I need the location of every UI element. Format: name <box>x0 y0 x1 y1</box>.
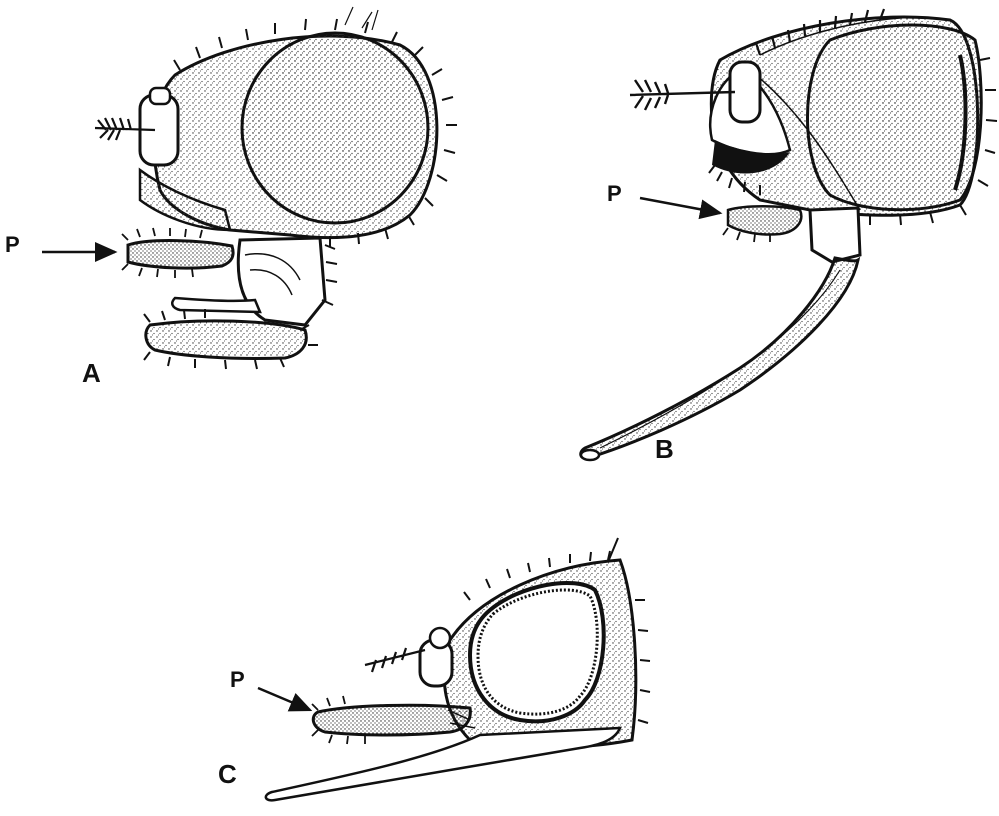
pointer-arrow-c <box>258 688 310 710</box>
maxillary-palp-c <box>313 705 470 735</box>
proboscis-c <box>266 728 620 800</box>
compound-eye-a <box>242 33 428 223</box>
pointer-arrow-b <box>640 198 720 213</box>
panel-letter-c: C <box>218 759 237 789</box>
antenna-a <box>95 88 178 165</box>
panel-letter-b: B <box>655 434 674 464</box>
panel-a: P A <box>5 7 457 388</box>
pointer-label-a: P <box>5 232 20 257</box>
antenna-b <box>630 62 760 122</box>
pointer-label-b: P <box>607 181 622 206</box>
maxillary-palp-b <box>728 206 801 234</box>
maxillary-palp-a <box>128 241 233 269</box>
compound-eye-b <box>808 25 982 210</box>
antenna-c <box>365 628 452 686</box>
pointer-label-c: P <box>230 667 245 692</box>
panel-b: P B <box>581 9 997 464</box>
panel-letter-a: A <box>82 358 101 388</box>
panel-c: P C <box>218 538 650 800</box>
proboscis-b <box>581 258 858 458</box>
labellum-a <box>146 321 306 359</box>
